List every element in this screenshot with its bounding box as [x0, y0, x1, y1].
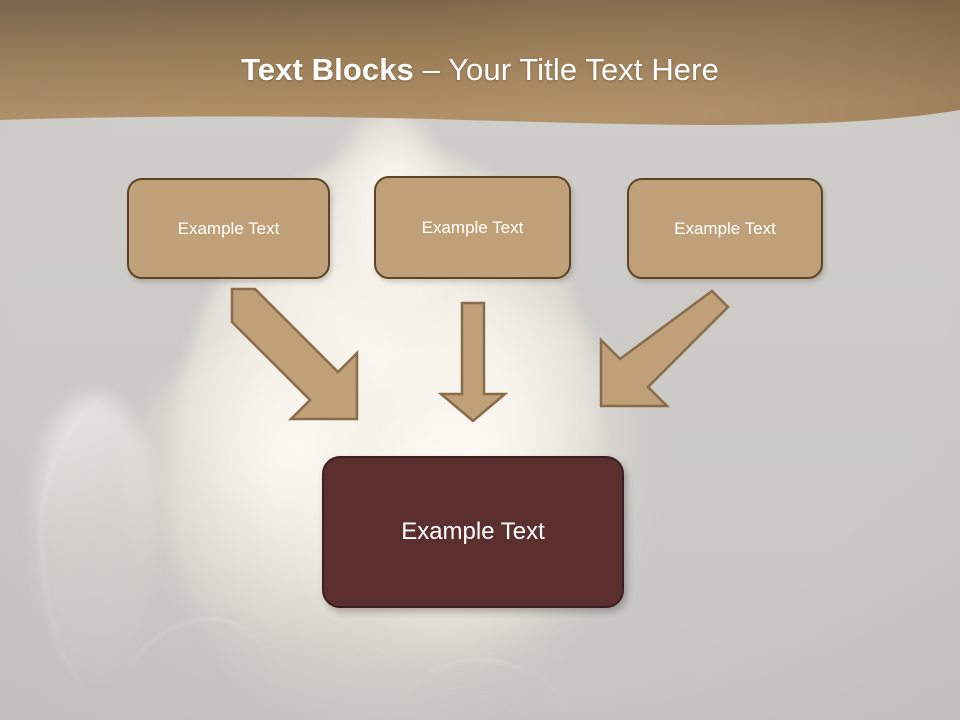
text-block-2-label: Example Text [421, 217, 524, 237]
header-band [0, 0, 960, 135]
text-block-1-label: Example Text [177, 218, 280, 238]
text-block-3-label: Example Text [674, 218, 776, 238]
text-block-3[interactable]: Example Text [627, 178, 823, 279]
text-block-result-label: Example Text [401, 518, 545, 545]
header-band-overlay [0, 0, 960, 125]
text-block-2[interactable]: Example Text [374, 176, 571, 279]
page-title-normal: Your Title Text Here [448, 52, 719, 87]
text-block-result[interactable]: Example Text [322, 456, 624, 608]
page-title: Text Blocks – Your Title Text Here [0, 50, 960, 90]
figure-contour-edge [40, 370, 272, 700]
page-title-bold: Text Blocks [241, 52, 414, 87]
page-title-separator: – [413, 52, 449, 87]
text-block-1[interactable]: Example Text [127, 178, 330, 279]
